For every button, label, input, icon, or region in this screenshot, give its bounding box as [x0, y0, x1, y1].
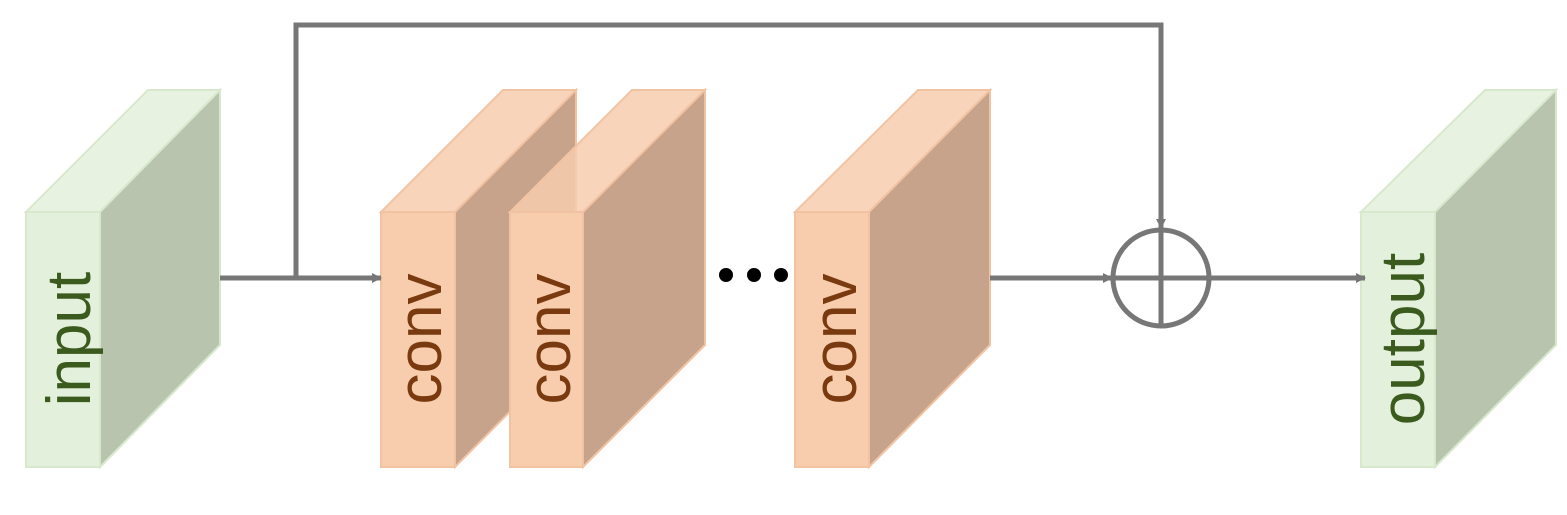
sum-node	[1110, 227, 1212, 329]
conv-block-3: conv	[792, 87, 993, 470]
ellipsis-dots	[719, 268, 788, 282]
conv-label-3: conv	[801, 274, 870, 405]
input-block: input	[23, 87, 223, 470]
conv-label-1: conv	[386, 274, 455, 405]
conv-block-2: conv	[507, 87, 708, 470]
output-label: output	[1369, 253, 1438, 425]
connectors	[220, 22, 1366, 283]
conv-label-2: conv	[515, 274, 584, 405]
input-label: input	[35, 272, 104, 406]
output-block: output	[1358, 87, 1559, 470]
skip-connection-arrow	[293, 22, 1166, 278]
